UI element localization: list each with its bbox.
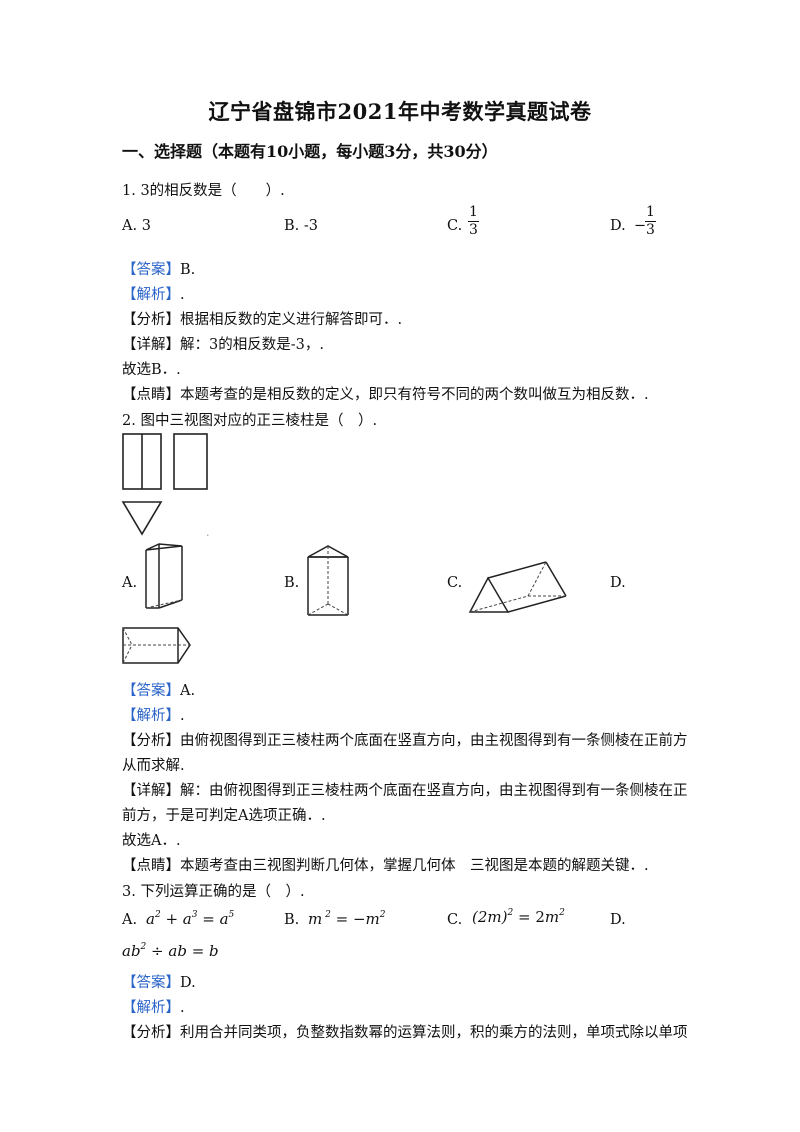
q2-fenxi-line1: 由俯视图得到正三棱柱两个底面在竖直方向，由主视图得到有一条侧棱在正前方: [180, 733, 688, 749]
q2-option-d-label: D.: [610, 575, 626, 591]
q1-option-d-fraction: 1 3: [645, 204, 656, 239]
top-view-triangle: [121, 501, 163, 536]
q1-fenxi: 根据相反数的定义进行解答即可．.: [180, 312, 403, 328]
analysis-tag: 【解析】: [122, 1000, 180, 1016]
q1-option-b: B. -3: [284, 218, 318, 234]
q2-analysis-row: 【解析】.: [122, 704, 185, 725]
q1-detail: 解：3的相反数是-3，.: [180, 337, 324, 353]
q2-answer: A.: [180, 683, 196, 699]
q3-option-b-expr: m 2 = −m2: [308, 910, 386, 928]
q3-answer: D.: [180, 975, 196, 991]
prism-a-figure: [145, 543, 183, 609]
q1-answer: B.: [180, 262, 196, 278]
q2-stem: 2. 图中三视图对应的正三棱柱是（ ）.: [122, 413, 378, 429]
q2-dianjing: 本题考查由三视图判断几何体，掌握几何体 三视图是本题的解题关键．.: [180, 858, 649, 874]
q3-option-a-label: A.: [122, 912, 138, 928]
q2-detail-line1: 解：由俯视图得到正三棱柱两个底面在竖直方向，由主视图得到有一条侧棱在正: [180, 783, 688, 799]
prism-c-figure: [468, 561, 567, 613]
fraction-denominator: 3: [646, 222, 655, 238]
q2-detail-row: 【详解】解：由俯视图得到正三棱柱两个底面在竖直方向，由主视图得到有一条侧棱在正: [122, 779, 688, 800]
fenxi-tag: 【分析】: [122, 733, 180, 749]
q3-fenxi: 利用合并同类项，负整数指数幂的运算法则，积的乘方的法则，单项式除以单项: [180, 1025, 688, 1041]
q2-option-c-label: C.: [447, 575, 463, 591]
q2-analysis: .: [180, 708, 185, 724]
q1-option-a: A. 3: [122, 218, 151, 234]
q1-dianjing-row: 【点睛】本题考查的是相反数的定义，即只有符号不同的两个数叫做互为相反数．.: [122, 383, 649, 404]
q1-analysis: .: [180, 287, 185, 303]
q2-conclude: 故选A．.: [122, 833, 181, 849]
three-view-figure: [121, 433, 208, 536]
q3-fenxi-row: 【分析】利用合并同类项，负整数指数幂的运算法则，积的乘方的法则，单项式除以单项: [122, 1021, 688, 1042]
q1-conclude: 故选B．.: [122, 362, 181, 378]
q1-answer-row: 【答案】B.: [122, 258, 195, 279]
q3-option-b-label: B.: [284, 912, 300, 928]
q1-option-c-label: C.: [447, 218, 463, 234]
answer-tag: 【答案】: [122, 683, 180, 699]
q1-dianjing: 本题考查的是相反数的定义，即只有符号不同的两个数叫做互为相反数．.: [180, 387, 649, 403]
detail-tag: 【详解】: [122, 337, 180, 353]
q2-detail-line2: 前方，于是可判定A选项正确．.: [122, 808, 326, 824]
answer-tag: 【答案】: [122, 262, 180, 278]
q3-stem: 3. 下列运算正确的是（ ）.: [122, 884, 305, 900]
q3-option-c-expr: (2m)2 = 2m2: [472, 908, 565, 926]
q2-option-b-label: B.: [284, 575, 300, 591]
q1-detail-row: 【详解】解：3的相反数是-3，.: [122, 333, 324, 354]
fraction-denominator: 3: [469, 222, 478, 238]
fraction-numerator: 1: [646, 204, 655, 220]
q1-analysis-row: 【解析】.: [122, 283, 185, 304]
q3-option-c-label: C.: [447, 912, 463, 928]
prism-d-figure: [122, 627, 191, 664]
q2-fenxi-row: 【分析】由俯视图得到正三棱柱两个底面在竖直方向，由主视图得到有一条侧棱在正前方: [122, 729, 688, 750]
q3-analysis: .: [180, 1000, 185, 1016]
q1-option-c-fraction: 1 3: [468, 204, 479, 239]
q1-fenxi-row: 【分析】根据相反数的定义进行解答即可．.: [122, 308, 402, 329]
fraction-numerator: 1: [469, 204, 478, 220]
dianjing-tag: 【点睛】: [122, 387, 180, 403]
q3-option-a-expr: a2 + a3 = a5: [146, 910, 235, 928]
q2-dianjing-row: 【点睛】本题考查由三视图判断几何体，掌握几何体 三视图是本题的解题关键．.: [122, 854, 649, 875]
analysis-tag: 【解析】: [122, 708, 180, 724]
side-view-rect: [173, 433, 208, 490]
dianjing-tag: 【点睛】: [122, 858, 180, 874]
q3-option-d-label: D.: [610, 912, 626, 928]
detail-tag: 【详解】: [122, 783, 180, 799]
fenxi-tag: 【分析】: [122, 1025, 180, 1041]
fraction-bar: [468, 221, 479, 222]
q2-fenxi-line2: 从而求解.: [122, 758, 185, 774]
fraction-bar: [645, 221, 656, 222]
q1-stem: 1. 3的相反数是（ ）.: [122, 183, 285, 199]
figure-mark: .: [206, 526, 210, 539]
page-title: 辽宁省盘锦市2021年中考数学真题试卷: [208, 99, 592, 124]
q2-answer-row: 【答案】A.: [122, 679, 195, 700]
prism-b-figure: [307, 545, 349, 616]
q1-option-d-label: D.: [610, 218, 626, 234]
analysis-tag: 【解析】: [122, 287, 180, 303]
q3-answer-row: 【答案】D.: [122, 971, 196, 992]
q3-option-d-expr: ab2 ÷ ab = b: [122, 942, 219, 960]
q1-option-d-minus: −: [634, 218, 647, 234]
q3-analysis-row: 【解析】.: [122, 996, 185, 1017]
q2-option-a-label: A.: [122, 575, 138, 591]
section-heading: 一、选择题（本题有10小题，每小题3分，共30分）: [122, 142, 498, 161]
answer-tag: 【答案】: [122, 975, 180, 991]
fenxi-tag: 【分析】: [122, 312, 180, 328]
